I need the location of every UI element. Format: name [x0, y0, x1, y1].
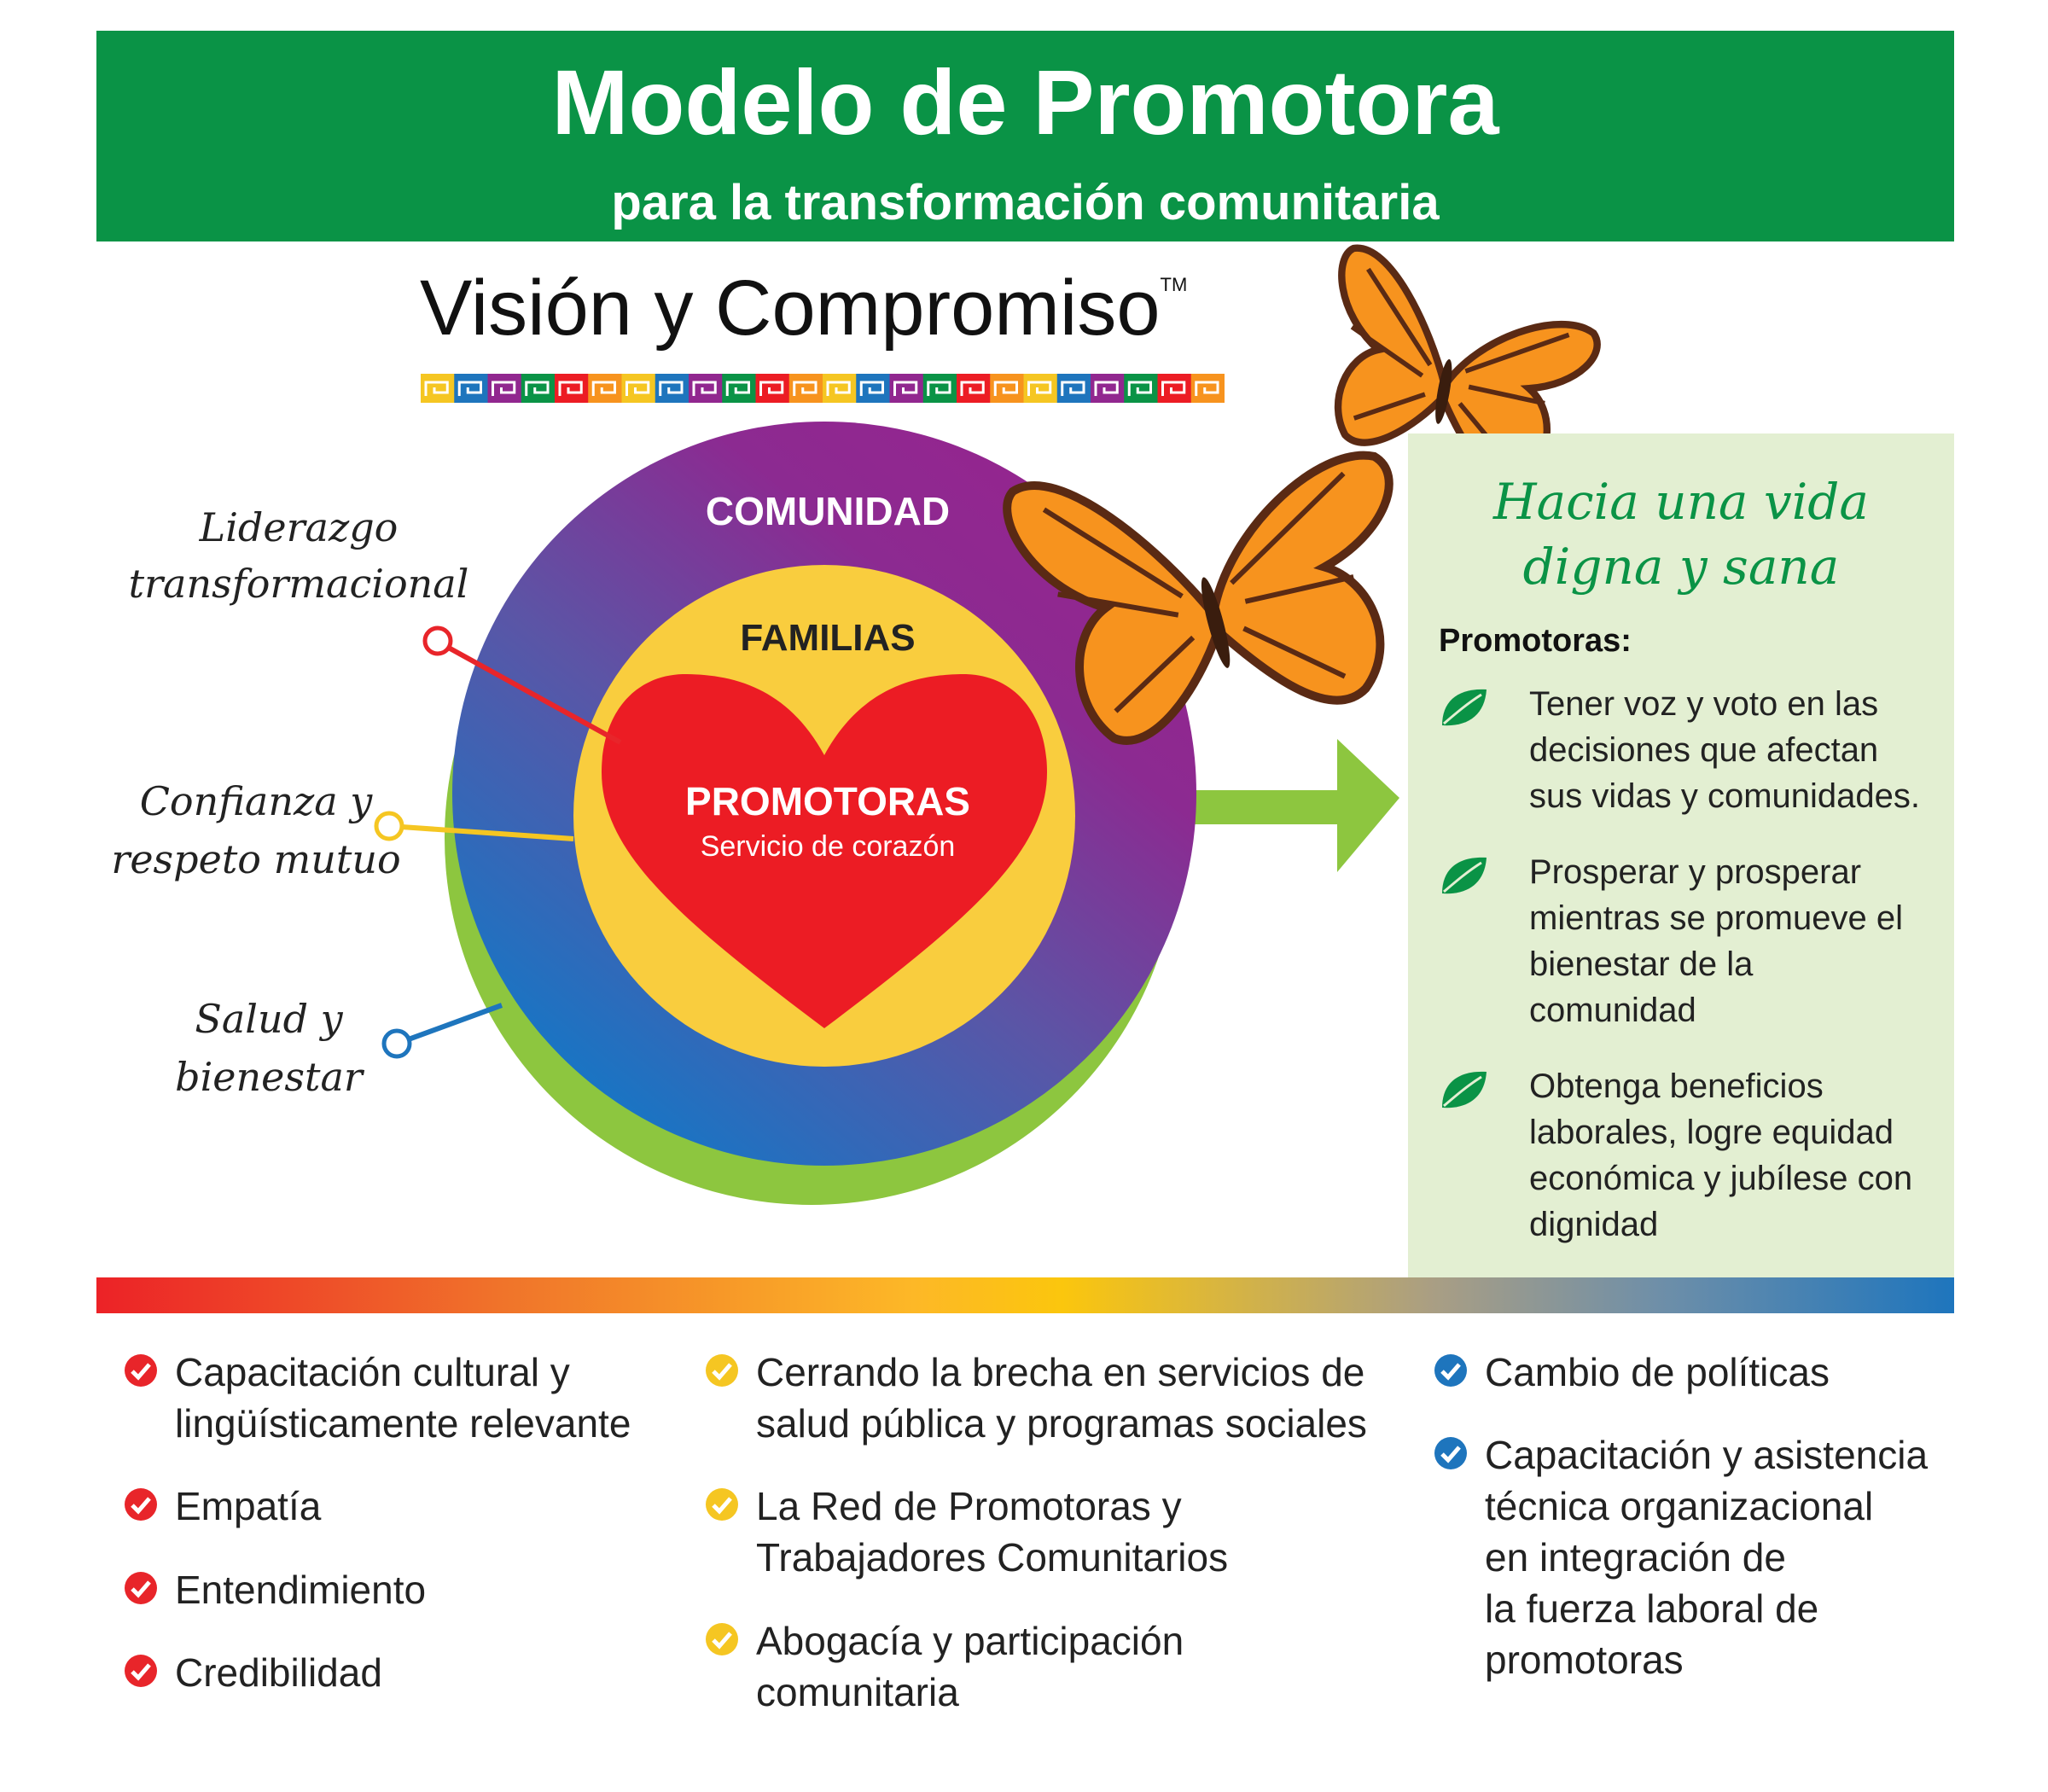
list-item-text: Abogacía y participación comunitaria	[756, 1615, 1184, 1718]
page-title: Modelo de Promotora	[551, 50, 1499, 154]
panel-heading: Promotoras:	[1439, 623, 1632, 659]
list-item-text: Capacitación y asistencia técnica organi…	[1485, 1429, 1928, 1685]
panel-title-line: Hacia una vida	[1493, 473, 1869, 531]
benefit-line: dignidad	[1529, 1206, 1659, 1243]
leaf-icon	[1442, 689, 1487, 726]
pillar-dot-blue	[381, 1028, 412, 1059]
list-line: promotoras	[1485, 1638, 1684, 1682]
benefit-line: comunidad	[1529, 992, 1696, 1029]
check-circle-icon	[125, 1655, 157, 1687]
list-item-text: Cambio de políticas	[1485, 1347, 1830, 1398]
pillar-label-line: respeto mutuo	[111, 836, 401, 882]
panel-title-line: digna y sana	[1522, 538, 1840, 596]
promotoras-heart-label: PROMOTORAS	[685, 779, 970, 823]
benefit-line: laborales, logre equidad	[1529, 1114, 1894, 1151]
pillar-label-line: Liderazgo	[199, 504, 399, 550]
list-line: comunitaria	[756, 1670, 959, 1714]
benefit-line: decisiones que afectan	[1529, 731, 1879, 769]
gradient-divider	[96, 1277, 1954, 1313]
check-circle-icon	[1434, 1437, 1467, 1469]
list-item-text: La Red de Promotoras y Trabajadores Comun…	[756, 1481, 1228, 1583]
pillar-label-health: Salud y bienestar	[162, 990, 375, 1106]
woven-pattern-band	[421, 374, 1225, 403]
check-circle-icon	[125, 1354, 157, 1387]
list-line: Capacitación cultural y	[175, 1350, 570, 1394]
leaf-icon	[1442, 1071, 1487, 1108]
list-item-text: Capacitación cultural y lingüísticamente …	[175, 1347, 631, 1449]
benefit-line: sus vidas y comunidades.	[1529, 777, 1921, 815]
leaf-icon	[1442, 857, 1487, 894]
pillar-label-trust: Confianza y respeto mutuo	[111, 772, 401, 888]
benefit-line: Obtenga beneficios	[1529, 1068, 1824, 1105]
pillar-connector-yellow	[388, 823, 574, 841]
heart-shape	[602, 674, 1047, 1028]
list-item-text: Cerrando la brecha en servicios de salud …	[756, 1347, 1367, 1449]
vision-logo-text: Visión y CompromisoTM	[420, 269, 1187, 347]
benefit-line: mientras se promueve el	[1529, 899, 1903, 937]
benefit-text: Prosperar y prosperar mientras se promue…	[1529, 849, 1956, 1033]
arrow-right-icon	[1337, 739, 1399, 872]
pillar-label-leadership: Liderazgo transformacional	[111, 499, 486, 612]
list-line: lingüísticamente relevante	[175, 1401, 631, 1446]
heart-subtitle: Servicio de corazón	[701, 830, 956, 863]
list-line: Entendimiento	[175, 1568, 427, 1612]
butterfly-icon	[1003, 451, 1393, 745]
benefit-line: Prosperar y prosperar	[1529, 853, 1862, 891]
benefit-line: económica y jubílese con	[1529, 1160, 1913, 1197]
list-line: Abogacía y participación	[756, 1619, 1184, 1663]
list-line: Cerrando la brecha en servicios de	[756, 1350, 1365, 1394]
familias-label: FAMILIAS	[740, 617, 915, 659]
pillar-label-line: transformacional	[128, 561, 469, 607]
list-line: Capacitación y asistencia	[1485, 1433, 1929, 1477]
list-line: la fuerza laboral de	[1485, 1586, 1819, 1631]
panel-title: Hacia una vida digna y sana	[1408, 469, 1954, 599]
benefit-line: bienestar de la	[1529, 945, 1754, 983]
pillar-dot-red	[422, 625, 453, 656]
benefit-line: Tener voz y voto en las	[1529, 685, 1879, 723]
list-item-text: Empatía	[175, 1481, 321, 1532]
list-item-text: Credibilidad	[175, 1647, 382, 1698]
pillar-dot-yellow	[374, 811, 404, 841]
check-circle-icon	[125, 1572, 157, 1604]
page-subtitle: para la transformación comunitaria	[611, 175, 1440, 230]
list-line: Empatía	[175, 1484, 322, 1528]
list-line: en integración de	[1485, 1535, 1786, 1580]
outcomes-panel: Hacia una vida digna y sana Promotoras: …	[1408, 433, 1954, 1278]
list-line: Cambio de políticas	[1485, 1350, 1830, 1394]
list-line: técnica organizacional	[1485, 1484, 1874, 1528]
header-banner: Modelo de Promotora para la transformaci…	[96, 31, 1954, 241]
comunidad-label: COMUNIDAD	[706, 489, 950, 533]
pillar-connector-red	[436, 639, 622, 745]
pillar-label-line: Salud y	[195, 996, 343, 1042]
list-line: salud pública y programas sociales	[756, 1401, 1367, 1446]
arrow-right-icon-shaft	[1178, 790, 1348, 824]
pillar-label-line: bienestar	[175, 1054, 363, 1100]
list-line: Credibilidad	[175, 1650, 382, 1695]
list-line: La Red de Promotoras y	[756, 1484, 1182, 1528]
check-circle-icon	[125, 1488, 157, 1521]
benefit-text: Tener voz y voto en las decisiones que a…	[1529, 681, 1956, 819]
pillar-connector-blue	[395, 1003, 503, 1046]
trademark-symbol: TM	[1160, 274, 1188, 295]
check-circle-icon	[706, 1354, 738, 1387]
check-circle-icon	[706, 1623, 738, 1655]
check-circle-icon	[1434, 1354, 1467, 1387]
list-line: Trabajadores Comunitarios	[756, 1535, 1229, 1580]
list-item-text: Entendimiento	[175, 1564, 426, 1615]
vision-text: Visión y Compromiso	[420, 265, 1161, 352]
benefit-text: Obtenga beneficios laborales, logre equi…	[1529, 1063, 1956, 1248]
check-circle-icon	[706, 1488, 738, 1521]
pillar-label-line: Confianza y	[139, 778, 373, 824]
